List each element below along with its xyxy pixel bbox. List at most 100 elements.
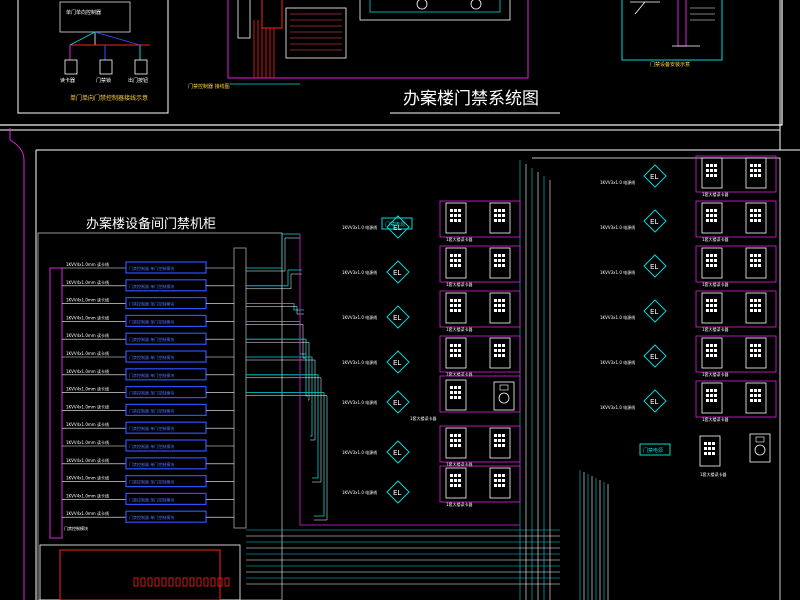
cable-spec-label: 1KVV4x1.0mm 读卡线	[66, 386, 109, 392]
exit-button-face	[498, 392, 510, 404]
keypad-key	[750, 344, 753, 347]
keypad-key	[502, 219, 505, 222]
keypad-key	[750, 174, 753, 177]
keypad-key	[758, 349, 761, 352]
keypad-key	[750, 394, 753, 397]
controller-module	[125, 261, 207, 274]
keypad-key	[454, 474, 457, 477]
keypad-key	[706, 394, 709, 397]
keypad-key	[502, 474, 505, 477]
card-reader	[745, 202, 767, 234]
door-unit-box	[695, 245, 777, 283]
keypad-key	[712, 442, 715, 445]
keypad-key	[706, 344, 709, 347]
card-reader	[701, 337, 723, 369]
el-label: EL	[393, 359, 401, 367]
keypad-key	[458, 264, 461, 267]
keypad-key	[498, 209, 501, 212]
keypad-key	[714, 389, 717, 392]
keypad-key	[758, 254, 761, 257]
cable-spec-label: 1KVV4x1.0mm 读卡线	[66, 261, 109, 267]
exit-button-face	[754, 444, 766, 456]
keypad-key	[750, 354, 753, 357]
keypad-key	[458, 391, 461, 394]
keypad-key	[714, 259, 717, 262]
lower-frame	[9, 128, 800, 600]
reader-label: 1套大楼读卡器	[700, 471, 727, 477]
power-cable-label: 1KVV3x1.0 电源线	[342, 359, 377, 365]
keypad-key	[758, 344, 761, 347]
power-cable-label: 1KVV3x1.0 电源线	[600, 314, 635, 320]
keypad-key	[454, 349, 457, 352]
card-reader	[489, 427, 511, 459]
power-cable	[246, 306, 304, 315]
top-left-wiring-detail: 单门单向控制器 读卡器 门禁锁 出门按钮 单门单向门禁控制器接线示意	[17, 0, 169, 114]
cable-spec-label: 1KVV4x1.0mm 读卡线	[66, 510, 109, 516]
keypad-key	[450, 344, 453, 347]
power-cable-label: 1KVV3x1.0 电源线	[342, 224, 377, 230]
reader-label: 1套大楼读卡器	[702, 191, 729, 197]
keypad-key	[502, 344, 505, 347]
signal-cable	[246, 269, 302, 287]
keypad-key	[750, 309, 753, 312]
power-cable-label: 1KVV3x1.0 电源线	[342, 399, 377, 405]
keypad-key	[758, 214, 761, 217]
keypad-key	[714, 349, 717, 352]
terminal-tick	[140, 577, 146, 587]
cable-spec-label: 1KVV4x1.0mm 读卡线	[66, 297, 109, 303]
keypad-key	[710, 259, 713, 262]
el-lock-symbol	[643, 164, 667, 188]
keypad-key	[494, 309, 497, 312]
keypad-key	[450, 439, 453, 442]
controller-module	[125, 332, 207, 345]
top-right-caption: 门禁设备安装示意	[650, 61, 690, 68]
keypad-key	[710, 214, 713, 217]
keypad-key	[498, 349, 501, 352]
power-cable-label: 1KVV3x1.0 电源线	[600, 224, 635, 230]
el-lock-symbol	[386, 350, 410, 374]
exit-button-slot	[755, 436, 765, 443]
keypad-key	[714, 354, 717, 357]
keypad-key	[706, 304, 709, 307]
door-unit-box	[695, 200, 777, 238]
keypad-key	[750, 169, 753, 172]
keypad-key	[758, 169, 761, 172]
card-reader	[445, 202, 467, 234]
keypad-key	[706, 354, 709, 357]
el-label: EL	[393, 489, 401, 497]
card-reader	[745, 157, 767, 189]
keypad-key	[714, 309, 717, 312]
cable-spec-label: 1KVV4x1.0mm 读卡线	[66, 492, 109, 498]
keypad-key	[758, 209, 761, 212]
card-reader	[701, 247, 723, 279]
keypad-key	[502, 479, 505, 482]
card-reader	[489, 467, 511, 499]
power-cable	[246, 359, 316, 441]
door-unit-box	[439, 465, 521, 503]
keypad-key	[706, 399, 709, 402]
signal-cable	[246, 374, 319, 479]
keypad-key	[494, 264, 497, 267]
keypad-key	[454, 479, 457, 482]
power-cable	[246, 377, 322, 483]
keypad-key	[704, 447, 707, 450]
keypad-key	[710, 219, 713, 222]
controller-module-label: 门禁控制器 单门控制模块	[129, 390, 174, 396]
keypad-key	[458, 474, 461, 477]
keypad-key	[450, 259, 453, 262]
reader-label: 1套大楼读卡器	[446, 461, 473, 467]
power-cable-label: 1KVV3x1.0 电源线	[600, 269, 635, 275]
door-unit-box	[695, 335, 777, 373]
terminal-tick	[203, 577, 209, 587]
controller-module-label: 门禁控制器 单门控制模块	[129, 265, 174, 271]
keypad-key	[498, 354, 501, 357]
keypad-key	[494, 254, 497, 257]
controller-module	[125, 314, 207, 327]
keypad-key	[498, 484, 501, 487]
card-reader	[745, 382, 767, 414]
keypad-key	[454, 259, 457, 262]
magenta-bus	[299, 234, 520, 526]
terminal-tick	[196, 577, 202, 587]
keypad-key	[750, 399, 753, 402]
